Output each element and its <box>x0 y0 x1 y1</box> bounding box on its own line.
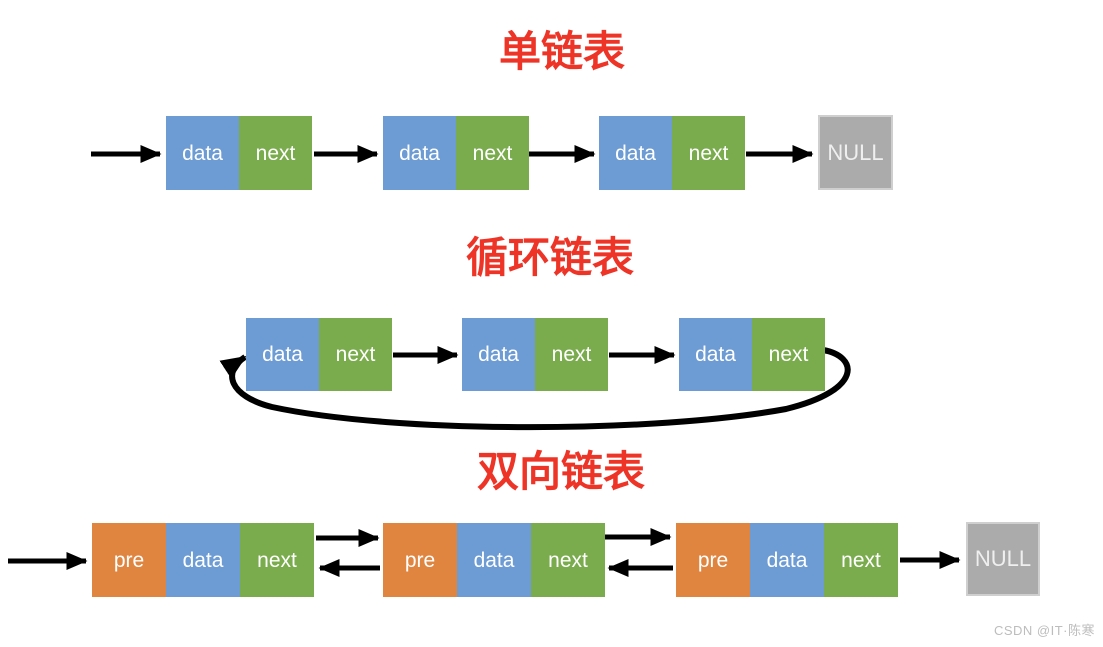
data-cell: data <box>750 523 824 597</box>
data-cell: data <box>166 523 240 597</box>
section-title-circular: 循环链表 <box>465 234 635 281</box>
watermark: CSDN @IT·陈寒 <box>993 623 1095 638</box>
next-cell: next <box>531 523 605 597</box>
data-cell: data <box>599 116 672 190</box>
section-title-doubly: 双向链表 <box>476 448 646 495</box>
next-cell: next <box>239 116 312 190</box>
next-cell: next <box>456 116 529 190</box>
list-node: data next <box>679 318 825 391</box>
next-cell: next <box>672 116 745 190</box>
list-node: data next <box>166 116 312 190</box>
null-terminator: NULL <box>966 522 1040 596</box>
data-cell: data <box>679 318 752 391</box>
list-node: pre data next <box>383 523 605 597</box>
next-cell: next <box>752 318 825 391</box>
pre-cell: pre <box>383 523 457 597</box>
next-cell: next <box>319 318 392 391</box>
next-cell: next <box>824 523 898 597</box>
section-title-singly: 单链表 <box>498 28 626 75</box>
data-cell: data <box>462 318 535 391</box>
list-node: data next <box>246 318 392 391</box>
pre-cell: pre <box>676 523 750 597</box>
data-cell: data <box>166 116 239 190</box>
data-cell: data <box>457 523 531 597</box>
list-node: pre data next <box>676 523 898 597</box>
data-cell: data <box>383 116 456 190</box>
next-cell: next <box>240 523 314 597</box>
list-node: data next <box>383 116 529 190</box>
null-terminator: NULL <box>818 115 893 190</box>
pre-cell: pre <box>92 523 166 597</box>
list-node: pre data next <box>92 523 314 597</box>
list-node: data next <box>462 318 608 391</box>
list-node: data next <box>599 116 745 190</box>
data-cell: data <box>246 318 319 391</box>
next-cell: next <box>535 318 608 391</box>
